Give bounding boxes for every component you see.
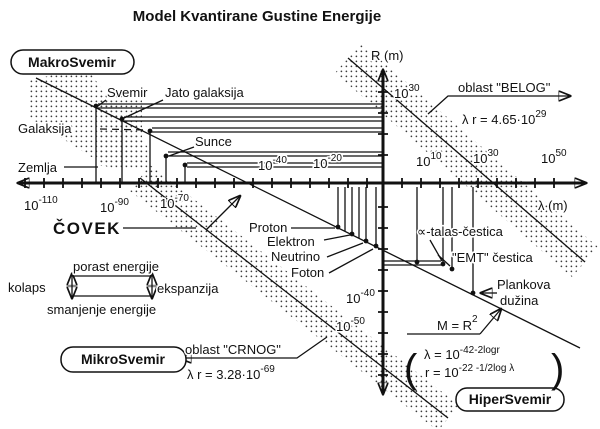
elektron-label: Elektron	[267, 234, 315, 249]
hipersvemir-label: HiperSvemir	[469, 391, 552, 407]
data-points	[93, 103, 476, 296]
lambda-axis	[18, 178, 586, 188]
emt-dot	[449, 266, 455, 272]
system-paren-close: )	[551, 347, 564, 391]
kolaps-label: kolaps	[8, 280, 46, 295]
lambda-axis-label: λ (m)	[538, 198, 568, 213]
sunce-dot	[163, 153, 169, 159]
belog-equation: λ r = 4.65·1029	[462, 109, 547, 127]
plank-dot	[470, 290, 476, 296]
makrosvemir-pill	[10, 49, 135, 75]
energy-cycle-box	[72, 274, 152, 298]
energy-decrease-label: smanjenje energije	[47, 302, 156, 317]
svemir-leader	[97, 99, 107, 107]
ekspanzija-label: ekspanzija	[157, 281, 219, 296]
mikrosvemir-pill	[60, 346, 187, 373]
talas-dot	[440, 261, 446, 267]
elektron-dot	[349, 231, 355, 237]
x-tick-10+50: 1050	[541, 148, 567, 166]
energy-increase-label: porast energije	[73, 259, 159, 274]
x-tick-10-90: 10-90	[100, 197, 129, 215]
plank-label-line1: Plankova	[497, 277, 551, 292]
x-axis-ticks	[24, 178, 555, 188]
foton-dot	[373, 243, 379, 249]
x-tick-10+30: 1030	[473, 148, 499, 166]
page-title: Model Kvantirane Gustine Energije	[133, 8, 381, 25]
galaksija-dot	[147, 128, 153, 134]
neutrino-label: Neutrino	[271, 249, 320, 264]
y-tick-10+30: 1030	[394, 83, 420, 101]
jato-label: Jato galaksija	[165, 85, 245, 100]
galaksija-leader	[99, 128, 148, 131]
sunce-label: Sunce	[195, 134, 232, 149]
emt-leader	[437, 254, 451, 267]
sunce-horizontal	[168, 151, 382, 157]
plank-label-line2: dužina	[500, 293, 539, 308]
crnog-boundary-line	[139, 177, 449, 419]
zemlja-label: Zemlja	[18, 160, 58, 175]
hipersvemir-pill	[455, 387, 565, 412]
mikrosvemir-label: MikroSvemir	[81, 351, 166, 367]
belog-arrow	[427, 96, 570, 115]
neutrino-dot	[363, 238, 369, 244]
system-paren-open: (	[404, 347, 418, 391]
emt-label: "EMT" čestica	[452, 250, 534, 265]
mass-radius-formula: M = R2	[437, 314, 478, 333]
particle-verticals	[337, 187, 474, 291]
x-tick-10+10: 1010	[416, 151, 442, 169]
r-axis	[378, 70, 388, 394]
galaksija-horizontal	[152, 127, 382, 133]
proton-dot	[335, 224, 341, 230]
y-axis-ticks	[378, 91, 388, 376]
makrosvemir-label: MakroSvemir	[28, 54, 116, 70]
x-tick-10-70: 10-70	[160, 193, 189, 211]
foton-label: Foton	[291, 265, 324, 280]
stipple-galaxy-patch	[98, 96, 142, 166]
x-tick-10-20: 10-20	[313, 153, 342, 171]
covek-arrow	[205, 196, 240, 231]
x-tick-10-110: 10-110	[24, 195, 58, 213]
y-tick-10-40: 10-40	[346, 288, 375, 306]
jato-leader	[123, 99, 164, 119]
covek-label: ČOVEK	[53, 219, 121, 238]
macro-connectors	[64, 99, 382, 182]
elektron-leader	[323, 234, 351, 241]
system-equation-2: r = 10-22 -1/2log λ	[425, 363, 514, 380]
jato-dot	[119, 116, 125, 122]
svemir-label: Svemir	[107, 85, 148, 100]
y-tick-10-50: 10-50	[336, 316, 365, 334]
x-tick-10-40: 10-40	[258, 155, 287, 173]
zemlja-dot	[182, 162, 188, 168]
talas-label: ∝-talas-čestica	[417, 224, 504, 239]
sunce-leader	[168, 146, 195, 157]
belog-region-label: oblast "BELOG"	[458, 80, 551, 95]
main-diagonal-line	[35, 77, 581, 349]
talas-line-dot	[414, 259, 420, 265]
proton-label: Proton	[249, 220, 287, 235]
crnog-equation: λ r = 3.28·10-69	[187, 364, 275, 382]
crnog-region-label: oblast "CRNOG"	[185, 342, 281, 357]
mr2-arrow	[479, 309, 501, 335]
neutrino-leader	[326, 242, 364, 258]
jato-horizontal	[124, 116, 382, 122]
talas-horizontal	[384, 260, 441, 266]
svemir-dot	[93, 103, 99, 109]
micro-connectors	[291, 187, 497, 293]
system-equation-1: λ = 10-42-2logr	[424, 345, 500, 362]
zemlja-horizontal	[187, 162, 382, 168]
crnog-arrow	[180, 336, 328, 358]
foton-leader	[328, 248, 374, 274]
galaksija-label: Galaksija	[18, 121, 72, 136]
r-axis-label: R (m)	[371, 48, 404, 63]
